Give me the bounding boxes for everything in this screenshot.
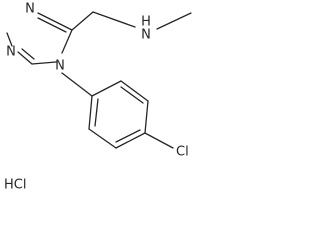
- atom-label-cl: Cl: [176, 145, 189, 160]
- bond-ar-5-double: [120, 86, 144, 104]
- bond-n2-c3: [17, 51, 33, 65]
- bond-ar-4: [144, 100, 149, 134]
- bond-c5-n1: [37, 12, 73, 31]
- bond-ar-1-double: [94, 98, 99, 127]
- bond-ar-2: [88, 128, 117, 149]
- bond-ar-1: [88, 95, 93, 130]
- bond-n-ch3: [156, 12, 192, 30]
- bond-ar-3: [115, 132, 146, 149]
- atom-label-nh: H: [141, 15, 151, 30]
- salt-label: HCl: [4, 178, 26, 193]
- bond-n4-c5: [61, 29, 73, 54]
- bond-c5-n1-double: [37, 17, 67, 33]
- bond-n2-c3-double: [21, 48, 35, 60]
- bond-n4-phenyl: [61, 72, 93, 97]
- atom-label-n1: N: [25, 2, 35, 17]
- bond-ch2-n: [92, 11, 136, 28]
- bond-ar-5: [120, 80, 149, 102]
- triazole-ring: [6, 12, 73, 65]
- atom-label-n-amine: N: [141, 28, 151, 43]
- bond-c5-ch2: [71, 11, 94, 31]
- atom-label-n2: N: [6, 45, 16, 60]
- chemical-structure-diagram: N N N H N Cl HCl: [4, 2, 192, 193]
- chlorophenyl-ring: [88, 80, 149, 149]
- bond-n1-n2: [6, 32, 13, 47]
- atom-label-n4: N: [55, 59, 65, 74]
- bond-c-cl: [144, 132, 174, 149]
- bond-c3-n4: [31, 61, 57, 65]
- bond-ar-6: [91, 80, 122, 97]
- bond-ar-3-double: [115, 129, 141, 143]
- methylaminomethyl-chain: [71, 11, 192, 31]
